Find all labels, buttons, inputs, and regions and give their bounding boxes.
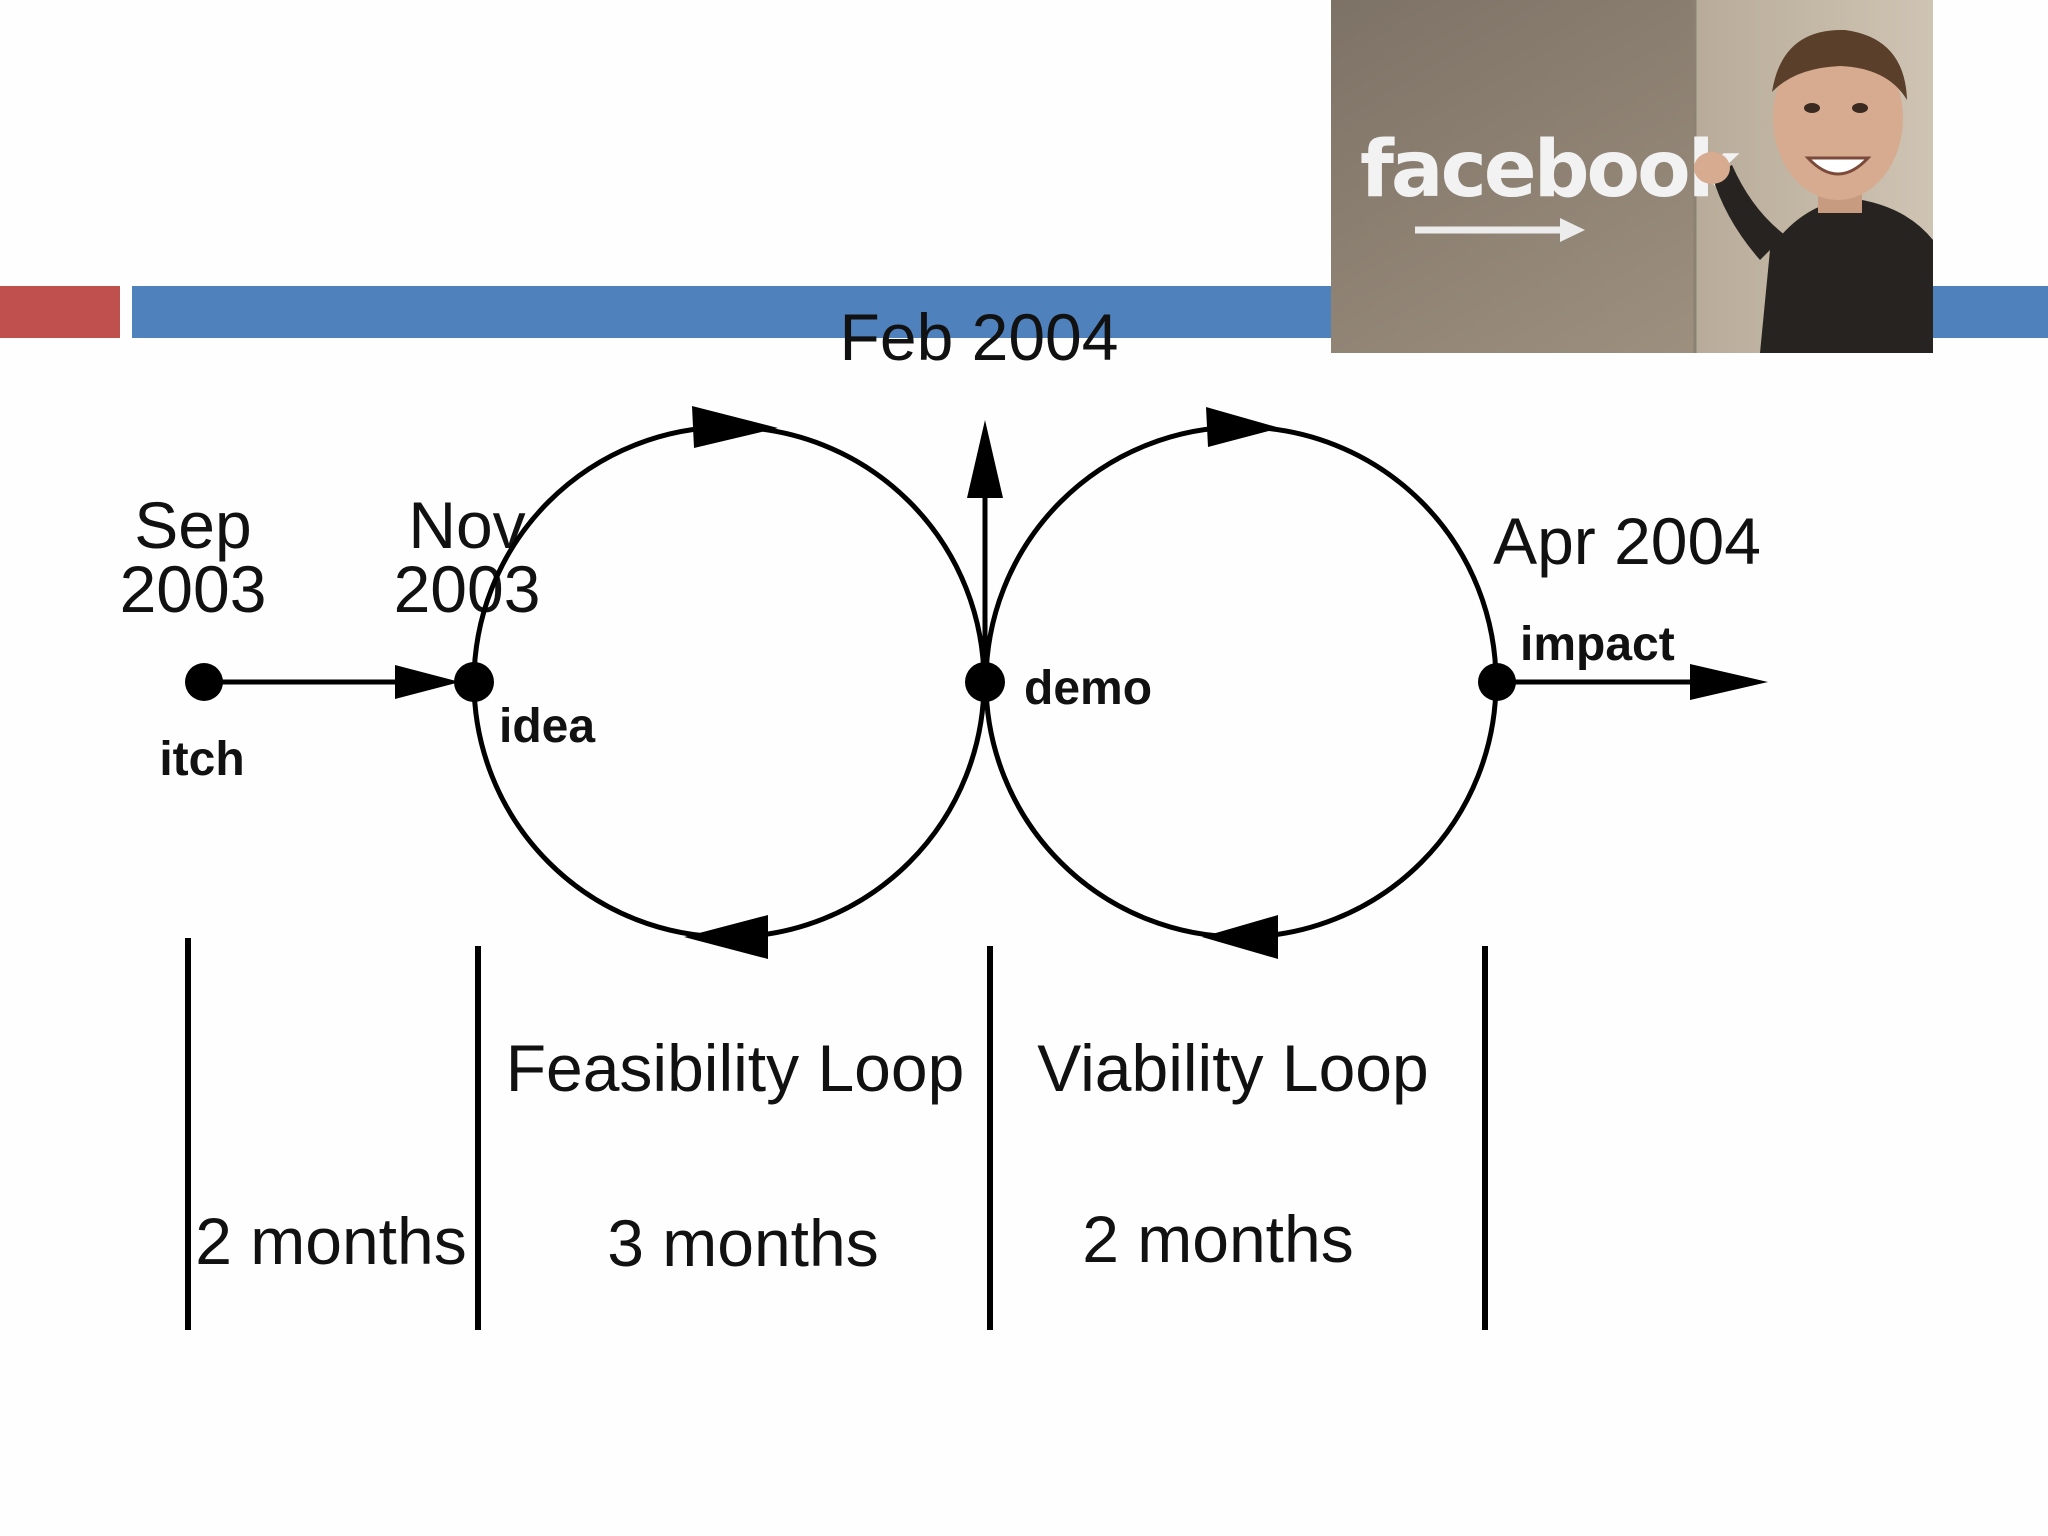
feasibility-loop-circle	[471, 424, 987, 940]
feasibility-loop-top-arrowhead	[692, 406, 778, 448]
arrowhead-impact-out	[1690, 664, 1768, 700]
photo-sign-text: facebook	[1360, 125, 1742, 215]
person-figure	[1694, 29, 1933, 353]
node-idea	[454, 662, 494, 702]
date-sep-year: 2003	[120, 552, 267, 626]
date-sep-month: Sep	[134, 488, 251, 562]
header-bar-red	[0, 286, 120, 338]
label-itch: itch	[159, 733, 244, 786]
viability-loop-bottom-arrowhead	[1202, 915, 1278, 959]
label-viability-loop: Viability Loop	[1037, 1031, 1428, 1105]
label-demo: demo	[1024, 662, 1152, 715]
node-itch	[185, 663, 223, 701]
label-idea: idea	[499, 700, 595, 753]
label-duration-1: 2 months	[195, 1204, 466, 1278]
label-duration-2: 3 months	[607, 1206, 878, 1280]
date-nov-month: Nov	[408, 488, 525, 562]
photo-facebook-founder: facebook	[1331, 0, 1933, 353]
date-apr: Apr 2004	[1493, 504, 1761, 578]
date-feb: Feb 2004	[840, 300, 1119, 374]
feasibility-loop-bottom-arrowhead	[684, 915, 768, 959]
label-feasibility-loop: Feasibility Loop	[506, 1031, 965, 1105]
node-demo	[965, 662, 1005, 702]
label-duration-3: 2 months	[1082, 1202, 1353, 1276]
date-nov-year: 2003	[394, 552, 541, 626]
arrowhead-itch-to-idea	[395, 665, 460, 699]
label-impact: impact	[1520, 618, 1675, 671]
node-impact	[1478, 663, 1516, 701]
arrowhead-demo-up	[967, 420, 1003, 498]
viability-loop-top-arrowhead	[1206, 407, 1280, 447]
